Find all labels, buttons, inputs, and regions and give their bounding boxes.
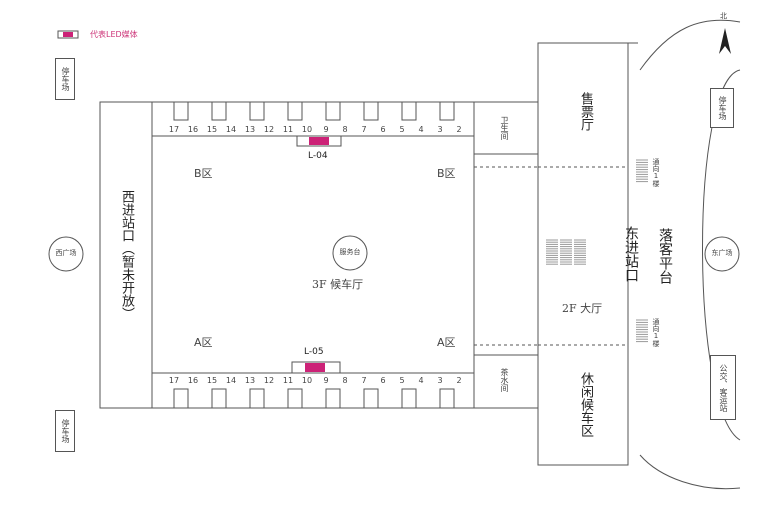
gate-number: 13 xyxy=(244,125,256,134)
gate-number: 6 xyxy=(380,125,386,134)
hall-2f-label: 2F 大厅 xyxy=(562,302,603,315)
gate-number: 14 xyxy=(225,376,237,385)
gate-number: 7 xyxy=(361,125,367,134)
led-label-top: L-04 xyxy=(308,151,328,161)
zone-b-right: B区 xyxy=(437,167,456,180)
west-entrance: 西进站口（暂未开放） xyxy=(119,190,134,320)
east-entrance: 东进站口 xyxy=(623,226,639,282)
zone-a-left: A区 xyxy=(194,336,213,349)
tea-room: 茶水间 xyxy=(500,368,509,392)
led-label-bottom: L-05 xyxy=(304,347,324,357)
parking-nw: 停车场 xyxy=(55,58,75,100)
compass-icon xyxy=(719,28,731,54)
drop-off-platform: 落客平台 xyxy=(657,228,673,284)
gate-box-top xyxy=(173,101,189,121)
zone-a-right: A区 xyxy=(437,336,456,349)
gate-number: 5 xyxy=(399,376,405,385)
gate-number: 9 xyxy=(323,125,329,134)
gate-box-bottom xyxy=(173,388,189,409)
west-plaza: 西广场 xyxy=(55,249,77,257)
gate-box-top xyxy=(363,101,379,121)
gate-number: 2 xyxy=(456,376,462,385)
north-label: 北 xyxy=(720,12,727,20)
leisure-area: 休闲候车区 xyxy=(578,372,593,437)
zone-b-left: B区 xyxy=(194,167,213,180)
gate-number: 3 xyxy=(437,376,443,385)
gate-number: 17 xyxy=(168,125,180,134)
gate-number: 11 xyxy=(282,125,294,134)
gate-number: 11 xyxy=(282,376,294,385)
gate-box-bottom xyxy=(363,388,379,409)
gate-number: 13 xyxy=(244,376,256,385)
gate-box-bottom xyxy=(249,388,265,409)
gate-number: 3 xyxy=(437,125,443,134)
gate-box-top xyxy=(439,101,455,121)
gate-box-bottom xyxy=(439,388,455,409)
gate-number: 10 xyxy=(301,125,313,134)
gate-number: 12 xyxy=(263,376,275,385)
gate-number: 15 xyxy=(206,376,218,385)
gate-number: 7 xyxy=(361,376,367,385)
gate-box-bottom xyxy=(401,388,417,409)
legend-label: 代表LED媒体 xyxy=(90,30,138,39)
east-plaza: 东广场 xyxy=(711,249,733,257)
gate-number: 17 xyxy=(168,376,180,385)
service-desk: 服务台 xyxy=(339,248,361,256)
gate-number: 12 xyxy=(263,125,275,134)
stairs-label-top: 通向1楼 xyxy=(652,158,660,187)
hall-3f-label: 3F 候车厅 xyxy=(312,278,364,291)
gate-number: 16 xyxy=(187,376,199,385)
gate-number: 6 xyxy=(380,376,386,385)
stairs-label-bottom: 通向1楼 xyxy=(652,318,660,347)
bus-station: 公交、客运站 xyxy=(710,355,736,420)
gate-box-top xyxy=(287,101,303,121)
gate-box-bottom xyxy=(287,388,303,409)
gate-box-bottom xyxy=(211,388,227,409)
gate-box-top xyxy=(249,101,265,121)
parking-ne: 停车场 xyxy=(710,88,734,128)
gate-number: 9 xyxy=(323,376,329,385)
gate-box-top xyxy=(211,101,227,121)
gate-number: 10 xyxy=(301,376,313,385)
gate-box-top xyxy=(325,101,341,121)
ticket-hall: 售票厅 xyxy=(578,92,593,131)
parking-sw: 停车场 xyxy=(55,410,75,452)
gate-number: 4 xyxy=(418,125,424,134)
gate-number: 5 xyxy=(399,125,405,134)
restroom: 卫生间 xyxy=(500,116,509,140)
gate-number: 14 xyxy=(225,125,237,134)
gate-number: 8 xyxy=(342,376,348,385)
gate-number: 16 xyxy=(187,125,199,134)
gate-box-bottom xyxy=(325,388,341,409)
gate-number: 8 xyxy=(342,125,348,134)
gate-number: 2 xyxy=(456,125,462,134)
gate-number: 15 xyxy=(206,125,218,134)
gate-box-top xyxy=(401,101,417,121)
gate-number: 4 xyxy=(418,376,424,385)
